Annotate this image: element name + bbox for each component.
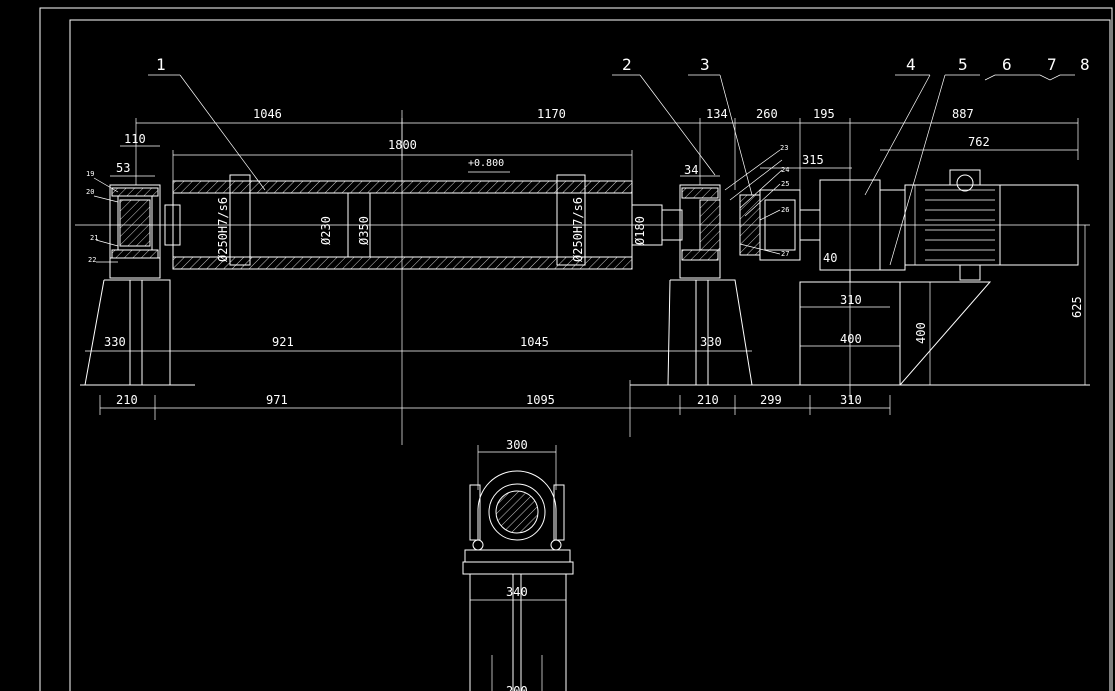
left-bearing-housing	[109, 184, 161, 279]
roller-bottom-wall	[172, 256, 633, 270]
callout-7: 7	[1047, 55, 1057, 74]
dim-300: 300	[506, 438, 528, 452]
dim-1046: 1046	[253, 107, 282, 121]
dim-762: 762	[968, 135, 990, 149]
callout-1: 1	[156, 55, 166, 74]
dim-921: 921	[272, 335, 294, 349]
callout-5: 5	[958, 55, 968, 74]
outer-frame	[39, 7, 1113, 691]
dim-1045: 1045	[520, 335, 549, 349]
dim-625: 625	[1070, 296, 1084, 318]
part-21: 21	[90, 234, 98, 242]
inner-frame	[69, 19, 1111, 691]
roller-top-wall	[172, 180, 633, 194]
fit-label-right: Ø250H7/s6	[571, 197, 585, 262]
left-hub	[229, 174, 251, 266]
dim-330-left: 330	[104, 335, 126, 349]
dim-310-top: 310	[840, 293, 862, 307]
dim-53: 53	[116, 161, 130, 175]
dim-195: 195	[813, 107, 835, 121]
callout-4: 4	[906, 55, 916, 74]
dim-110: 110	[124, 132, 146, 146]
callout-8: 8	[1080, 55, 1090, 74]
part-24: 24	[781, 166, 789, 174]
part-25: 25	[781, 180, 789, 188]
dim-1800: 1800	[388, 138, 417, 152]
lower-dimension-lines	[85, 225, 1086, 420]
dim-310-bottom: 310	[840, 393, 862, 407]
part-22: 22	[88, 256, 96, 264]
dim-299: 299	[760, 393, 782, 407]
callout-3: 3	[700, 55, 710, 74]
callout-2: 2	[622, 55, 632, 74]
dia-230-label: Ø230	[319, 216, 333, 245]
dim-887: 887	[952, 107, 974, 121]
part-23: 23	[780, 144, 788, 152]
right-hub	[556, 174, 586, 266]
coupling	[739, 194, 761, 256]
dim-34: 34	[684, 163, 698, 177]
dim-210-right: 210	[697, 393, 719, 407]
left-support	[80, 279, 195, 386]
part-26: 26	[781, 206, 789, 214]
dim-1170: 1170	[537, 107, 566, 121]
part-20: 20	[86, 188, 94, 196]
dim-400-height: 400	[914, 322, 928, 344]
dia-350-label: Ø350	[357, 216, 371, 245]
dim-340: 340	[506, 585, 528, 599]
fit-label-left: Ø250H7/s6	[216, 197, 230, 262]
dim-134: 134	[706, 107, 728, 121]
callout-6: 6	[1002, 55, 1012, 74]
callout-leaders	[148, 74, 1075, 266]
dim-315: 315	[802, 153, 824, 167]
tolerance-label: +0.800	[468, 158, 504, 169]
dim-330-right: 330	[700, 335, 722, 349]
part-19: 19	[86, 170, 94, 178]
right-support	[630, 279, 800, 386]
dia-180-label: Ø180	[633, 216, 647, 245]
dim-40: 40	[823, 251, 837, 265]
part-number-leaders	[93, 149, 783, 263]
dim-971: 971	[266, 393, 288, 407]
dim-1095: 1095	[526, 393, 555, 407]
dim-200: 200	[506, 684, 528, 691]
dim-260: 260	[756, 107, 778, 121]
pedestal-section-view	[462, 445, 574, 691]
dim-400: 400	[840, 332, 862, 346]
top-dimension-lines	[110, 118, 1079, 400]
electric-motor	[904, 169, 1079, 281]
part-27: 27	[781, 250, 789, 258]
dim-210-left: 210	[116, 393, 138, 407]
